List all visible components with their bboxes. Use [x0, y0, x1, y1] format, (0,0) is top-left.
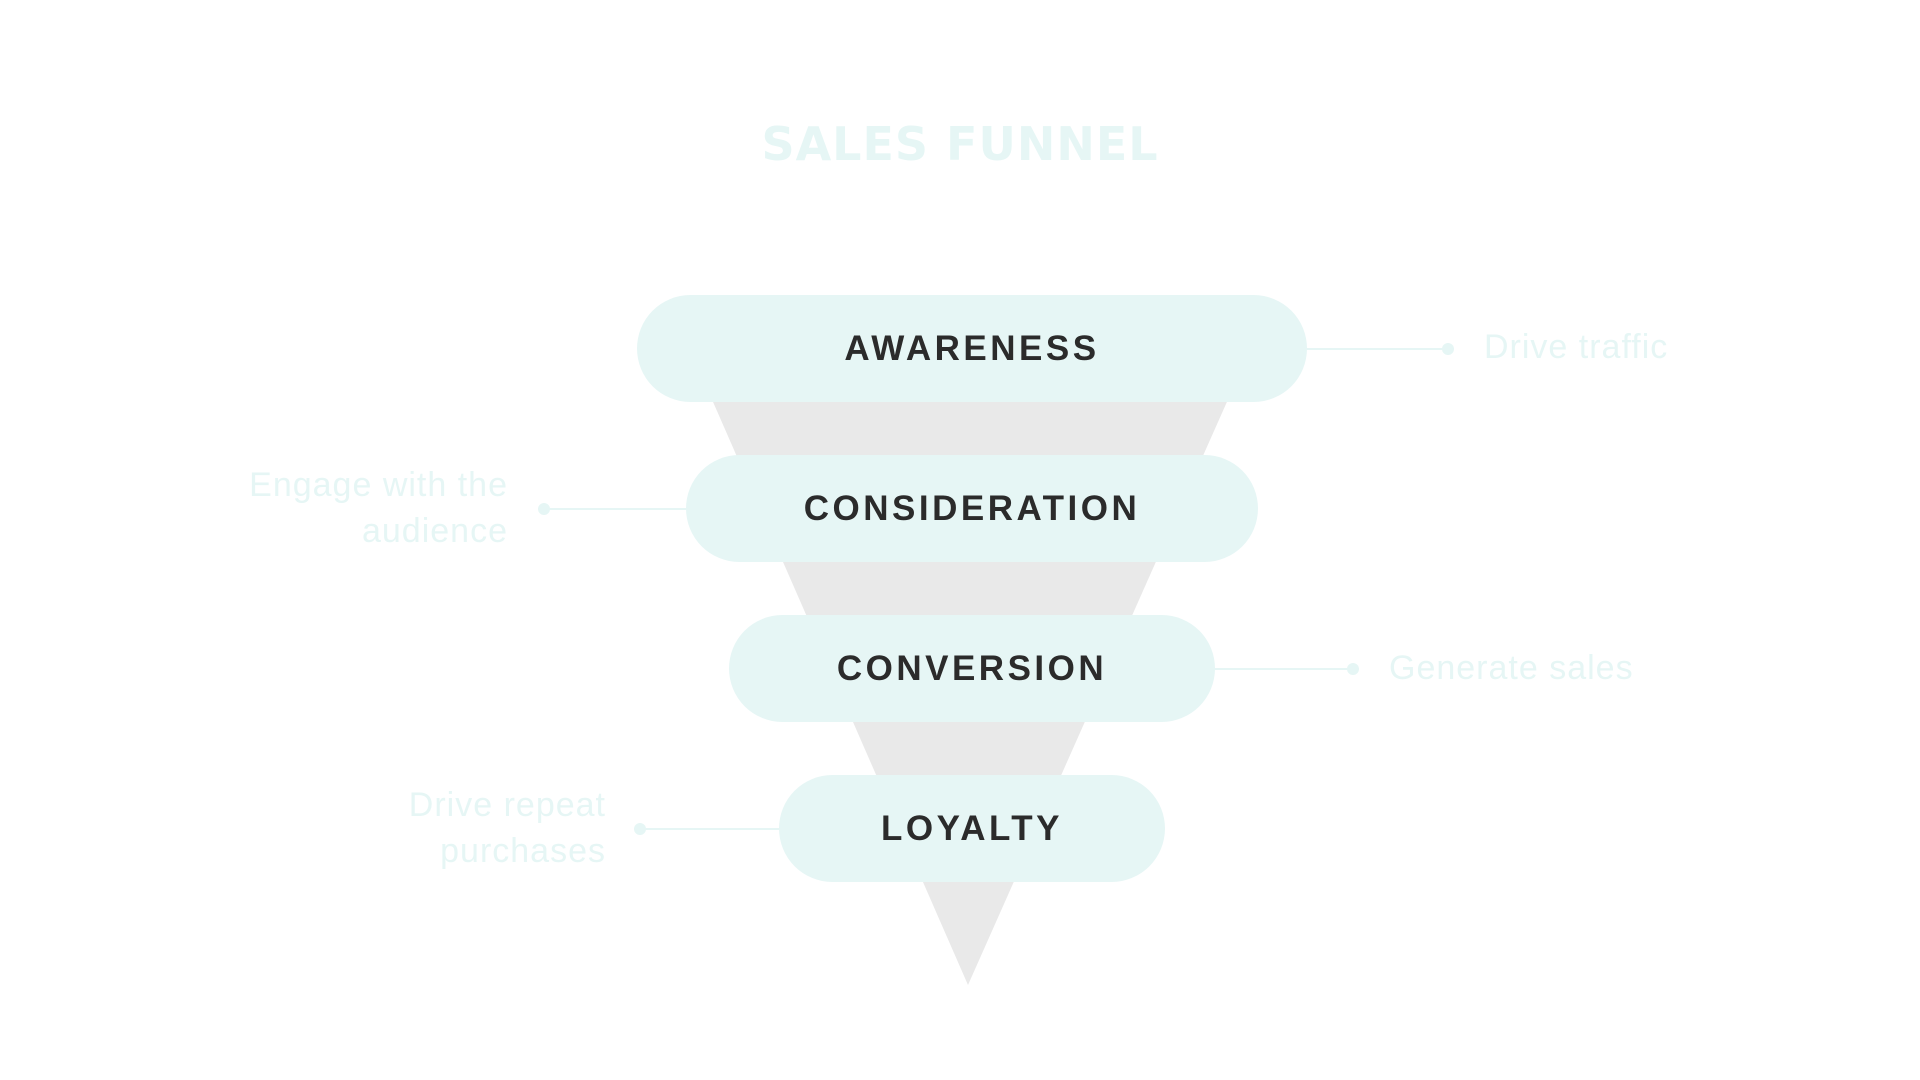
stage-loyalty-label: LOYALTY: [880, 808, 1064, 848]
connector-conversion: [1215, 668, 1355, 670]
connector-awareness: [1307, 348, 1449, 350]
connector-conversion-dot: [1347, 663, 1359, 675]
connector-awareness-dot: [1442, 343, 1454, 355]
stage-conversion: CONVERSION: [729, 615, 1215, 722]
connector-consideration: [544, 508, 686, 510]
diagram-title: SALES FUNNEL: [761, 117, 1159, 171]
stage-consideration-label: CONSIDERATION: [803, 488, 1141, 528]
note-conversion: Generate sales: [1389, 649, 1634, 687]
stage-conversion-label: CONVERSION: [836, 648, 1108, 688]
stage-awareness-label: AWARENESS: [844, 328, 1100, 368]
connector-loyalty-dot: [634, 823, 646, 835]
stage-consideration: CONSIDERATION: [686, 455, 1258, 562]
connector-consideration-dot: [538, 503, 550, 515]
note-loyalty: Drive repeat purchases: [408, 786, 606, 870]
stage-awareness: AWARENESS: [637, 295, 1307, 402]
note-awareness: Drive traffic: [1484, 328, 1669, 366]
connector-loyalty: [640, 828, 779, 830]
stage-loyalty: LOYALTY: [779, 775, 1165, 882]
note-consideration: Engage with the audience: [249, 466, 508, 550]
